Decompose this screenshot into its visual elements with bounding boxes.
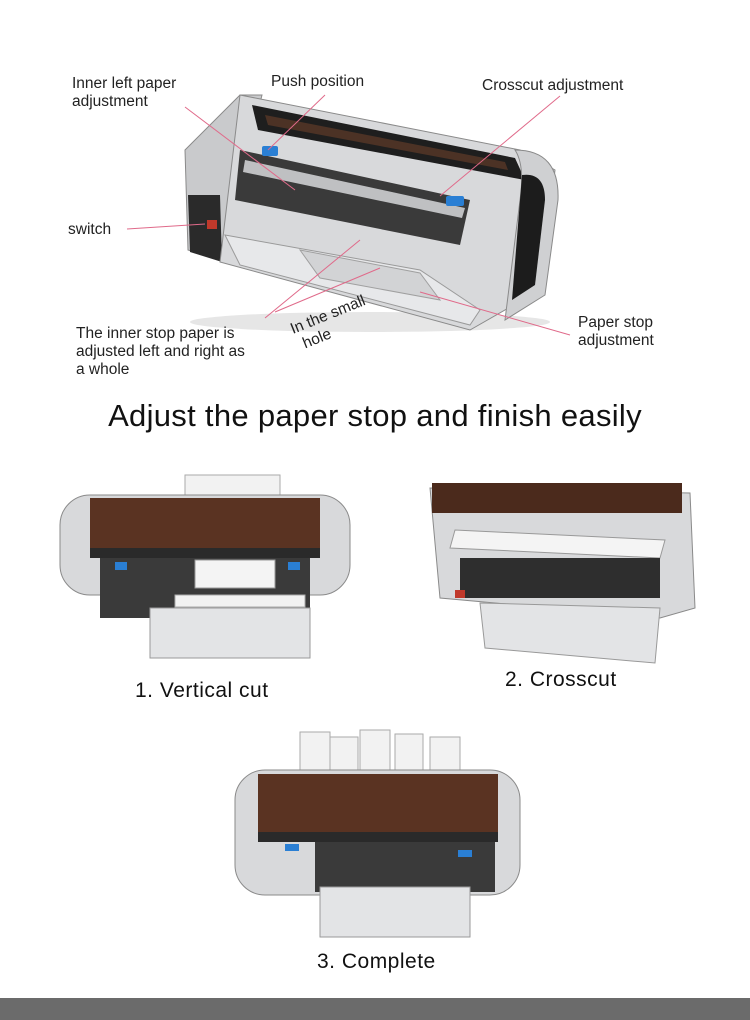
step-2-caption: 2. Crosscut	[505, 668, 617, 691]
label-line: adjustment	[72, 93, 148, 110]
label-push-position: Push position	[271, 73, 365, 90]
label-line: Paper stop	[578, 314, 653, 331]
label-switch: switch	[68, 221, 112, 238]
label-line: The inner stop paper is	[76, 325, 235, 342]
step-1-caption: 1. Vertical cut	[135, 679, 269, 702]
step-1-machine-image	[59, 474, 351, 659]
card-cutter-machine-illustration	[184, 94, 559, 332]
page-heading: Adjust the paper stop and finish easily	[108, 398, 642, 433]
callout-lines	[126, 94, 571, 336]
footer-bar	[0, 998, 750, 1020]
step-3-machine-image	[234, 729, 521, 938]
step-2-machine-image	[429, 483, 696, 664]
label-line: adjusted left and right as	[76, 343, 245, 360]
label-crosscut-adjustment: Crosscut adjustment	[482, 77, 624, 94]
label-line: adjustment	[578, 332, 654, 349]
label-inner-left-paper-adjustment: Inner left paper adjustment	[72, 75, 176, 111]
step-3-caption: 3. Complete	[317, 950, 436, 973]
label-paper-stop-adjustment: Paper stop adjustment	[578, 314, 654, 350]
label-line: a whole	[76, 361, 130, 378]
label-line: Inner left paper	[72, 75, 177, 92]
label-inner-stop-paper: The inner stop paper is adjusted left an…	[76, 325, 245, 379]
